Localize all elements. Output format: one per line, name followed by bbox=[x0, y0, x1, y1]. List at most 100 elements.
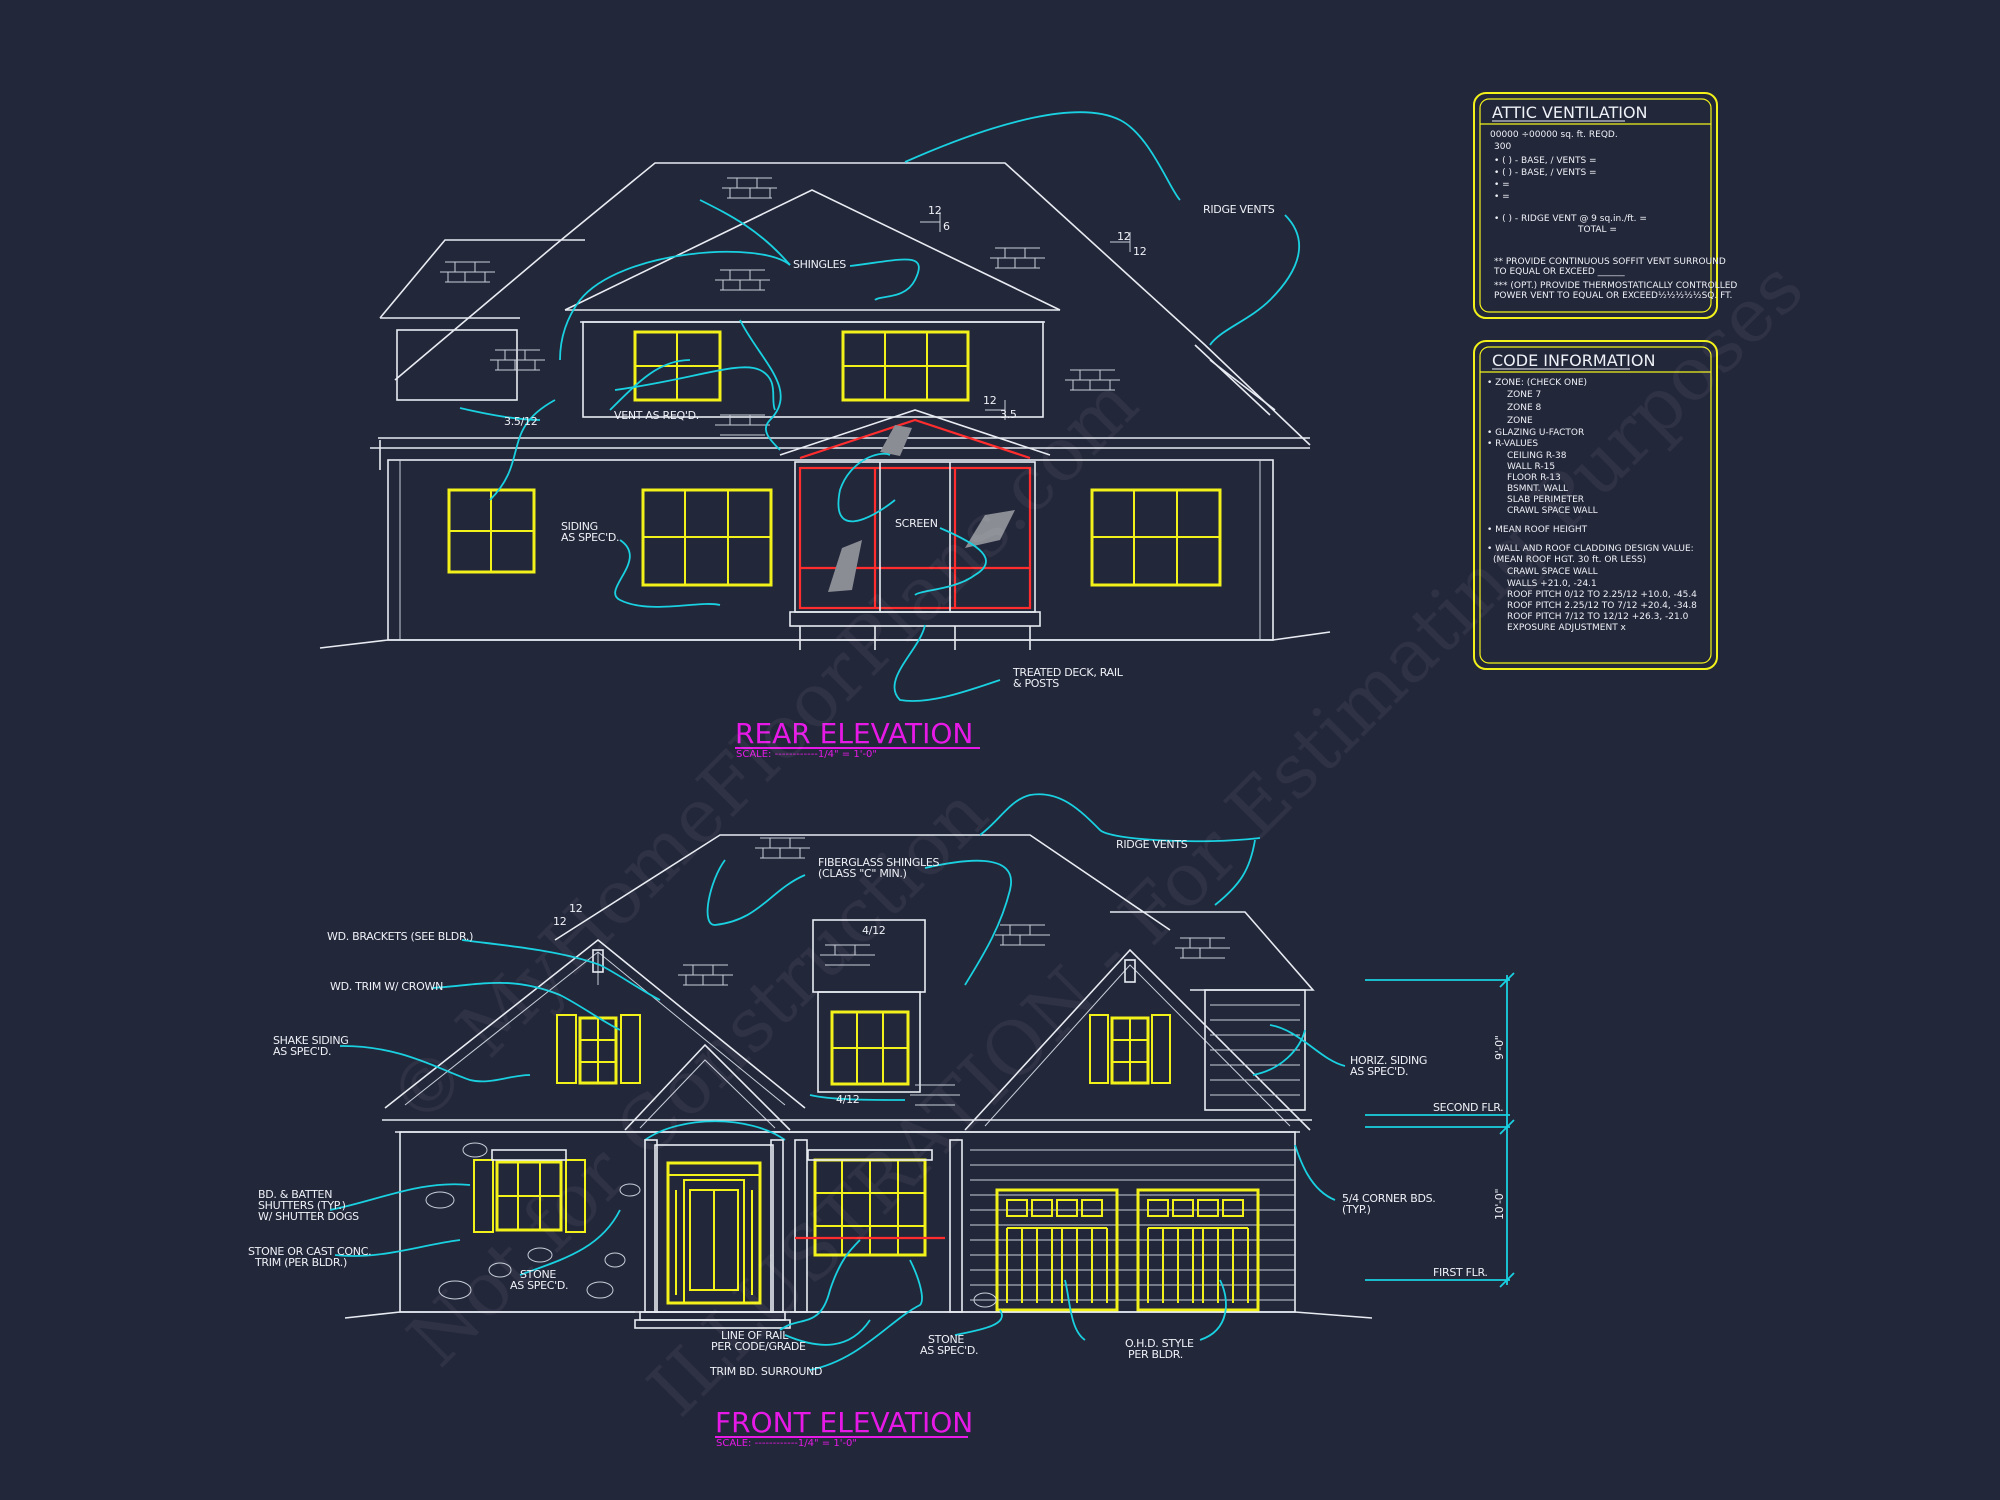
front-upper-left-window bbox=[556, 1014, 641, 1085]
label-rear-screen: SCREEN bbox=[895, 517, 938, 530]
front-entry-gable bbox=[624, 1043, 791, 1131]
label-front-shutters-3: W/ SHUTTER DOGS bbox=[258, 1210, 359, 1223]
code-line-4: • GLAZING U-FACTOR bbox=[1487, 428, 1584, 438]
label-front-stone-trim-1: STONE OR CAST CONC. bbox=[248, 1245, 371, 1258]
label-rear-pitch-b-top: 12 bbox=[1117, 230, 1130, 243]
front-elevation-drawing: RIDGE VENTS FIBERGLASS SHINGLES (CLASS "… bbox=[248, 793, 1515, 1449]
attic-line-10: *** (OPT.) PROVIDE THERMOSTATICALLY CONT… bbox=[1494, 281, 1737, 291]
attic-line-5: • = bbox=[1494, 192, 1510, 202]
rear-first-floor-wall bbox=[387, 459, 1274, 641]
label-front-dim-lower: 10'-0" bbox=[1493, 1189, 1506, 1220]
label-rear-pitch-c: 3.5/12 bbox=[504, 415, 537, 428]
label-rear-pitch-b-side: 12 bbox=[1133, 245, 1146, 258]
code-line-2: ZONE 8 bbox=[1507, 403, 1542, 413]
code-line-6: CEILING R-38 bbox=[1507, 451, 1567, 461]
code-line-12: • MEAN ROOF HEIGHT bbox=[1487, 525, 1588, 535]
label-front-first-flr: FIRST FLR. bbox=[1433, 1266, 1488, 1279]
label-front-corner-1: 5/4 CORNER BDS. bbox=[1342, 1192, 1436, 1205]
front-elevation-scale: SCALE: ------------1/4" = 1'-0" bbox=[716, 1438, 857, 1449]
label-front-stone-b-1: STONE bbox=[928, 1333, 964, 1346]
front-stone-texture bbox=[425, 1142, 997, 1308]
code-information-box: CODE INFORMATION • ZONE: (CHECK ONE) ZON… bbox=[1473, 340, 1718, 670]
label-front-stone-b-2: AS SPEC'D. bbox=[920, 1344, 978, 1357]
label-front-rail-1: LINE OF RAIL bbox=[721, 1329, 789, 1342]
front-left-gable bbox=[384, 938, 806, 1109]
rear-upper-gable bbox=[564, 189, 1061, 311]
label-rear-pitch-d-side: 3.5 bbox=[1000, 408, 1017, 421]
code-line-3: ZONE bbox=[1507, 416, 1533, 426]
label-front-shutters-1: BD. & BATTEN bbox=[258, 1188, 332, 1201]
front-dimension-lines bbox=[1365, 972, 1515, 1288]
label-front-shake-2: AS SPEC'D. bbox=[273, 1045, 331, 1058]
code-line-17: ROOF PITCH 0/12 TO 2.25/12 +10.0, -45.4 bbox=[1507, 590, 1697, 600]
label-front-shingles-1: FIBERGLASS SHINGLES bbox=[818, 856, 940, 869]
label-front-pitch-side: 12 bbox=[553, 915, 566, 928]
front-leader-lines bbox=[329, 793, 1346, 1371]
attic-line-0: 00000 ÷00000 sq. ft. REQD. bbox=[1490, 130, 1618, 140]
rear-left-wing-roof bbox=[379, 239, 585, 319]
front-dormer-window bbox=[830, 1010, 910, 1086]
rear-window-3 bbox=[1090, 488, 1222, 587]
front-shingle-texture bbox=[678, 837, 1230, 1106]
front-elevation-title: FRONT ELEVATION bbox=[715, 1406, 973, 1439]
attic-line-9: TO EQUAL OR EXCEED ______ bbox=[1493, 267, 1625, 277]
rear-elevation-scale: SCALE: ------------1/4" = 1'-0" bbox=[736, 749, 877, 760]
attic-line-3: • ( ) - BASE, / VENTS = bbox=[1494, 168, 1597, 178]
label-front-stone-a-1: STONE bbox=[520, 1268, 556, 1281]
front-garage-door-right bbox=[1136, 1188, 1260, 1312]
label-front-shutters-2: SHUTTERS (TYP.) bbox=[258, 1199, 346, 1212]
label-front-second-flr: SECOND FLR. bbox=[1433, 1101, 1503, 1114]
label-rear-pitch-a-top: 12 bbox=[928, 204, 941, 217]
attic-ventilation-box: ATTIC VENTILATION 00000 ÷00000 sq. ft. R… bbox=[1473, 92, 1737, 319]
code-line-0: • ZONE: (CHECK ONE) bbox=[1487, 378, 1587, 388]
label-rear-deck-1: TREATED DECK, RAIL bbox=[1012, 666, 1124, 679]
label-front-corner-2: (TYP.) bbox=[1342, 1203, 1371, 1216]
code-line-7: WALL R-15 bbox=[1507, 462, 1555, 472]
label-front-horiz-2: AS SPEC'D. bbox=[1350, 1065, 1408, 1078]
attic-line-2: • ( ) - BASE, / VENTS = bbox=[1494, 156, 1597, 166]
label-rear-siding-1: SIDING bbox=[561, 520, 598, 533]
code-line-18: ROOF PITCH 2.25/12 TO 7/12 +20.4, -34.8 bbox=[1507, 601, 1697, 611]
label-front-pitch-a: 4/12 bbox=[862, 924, 886, 937]
rear-elevation-title: REAR ELEVATION bbox=[735, 717, 973, 750]
label-front-garage-2: PER BLDR. bbox=[1128, 1348, 1183, 1361]
front-lower-left-window bbox=[473, 1149, 586, 1233]
code-line-16: WALLS +21.0, -24.1 bbox=[1507, 579, 1597, 589]
label-front-trim-bd: TRIM BD. SURROUND bbox=[709, 1365, 822, 1378]
code-line-15: CRAWL SPACE WALL bbox=[1507, 567, 1598, 577]
label-front-pitch-top: 12 bbox=[569, 902, 582, 915]
label-front-shake-1: SHAKE SIDING bbox=[273, 1034, 349, 1047]
label-rear-pitch-a-side: 6 bbox=[943, 220, 950, 233]
label-front-ridge-vents: RIDGE VENTS bbox=[1116, 838, 1188, 851]
rear-shingle-texture bbox=[440, 177, 1120, 436]
label-front-brackets: WD. BRACKETS (SEE BLDR.) bbox=[327, 930, 473, 943]
label-front-garage-1: O.H.D. STYLE bbox=[1125, 1337, 1194, 1350]
attic-ventilation-title: ATTIC VENTILATION bbox=[1492, 103, 1648, 122]
rear-window-2 bbox=[641, 488, 773, 587]
code-line-13: • WALL AND ROOF CLADDING DESIGN VALUE: bbox=[1487, 544, 1694, 554]
attic-line-1: 300 bbox=[1494, 142, 1511, 152]
label-rear-shingles: SHINGLES bbox=[793, 258, 846, 271]
label-rear-vent: VENT AS REQ'D. bbox=[614, 409, 699, 422]
code-information-title: CODE INFORMATION bbox=[1492, 351, 1655, 370]
label-front-trim: WD. TRIM W/ CROWN bbox=[330, 980, 443, 993]
code-line-1: ZONE 7 bbox=[1507, 390, 1541, 400]
code-line-10: SLAB PERIMETER bbox=[1507, 495, 1584, 505]
label-front-shingles-2: (CLASS "C" MIN.) bbox=[818, 867, 907, 880]
front-upper-right-window bbox=[1089, 1014, 1171, 1085]
front-right-gable bbox=[964, 948, 1311, 1131]
rear-leader-lines bbox=[459, 111, 1301, 702]
label-front-pitch-b: 4/12 bbox=[836, 1093, 860, 1106]
attic-line-11: POWER VENT TO EQUAL OR EXCEED½½½½½SQ. FT… bbox=[1494, 291, 1732, 301]
attic-line-7: TOTAL = bbox=[1577, 225, 1617, 235]
code-line-8: FLOOR R-13 bbox=[1507, 473, 1561, 483]
front-garage-door-left bbox=[995, 1188, 1119, 1312]
label-rear-pitch-d-top: 12 bbox=[983, 394, 996, 407]
rear-upper-window-right bbox=[841, 330, 970, 402]
code-line-19: ROOF PITCH 7/12 TO 12/12 +26.3, -21.0 bbox=[1507, 612, 1689, 622]
label-rear-siding-2: AS SPEC'D. bbox=[561, 531, 619, 544]
rear-screened-porch bbox=[779, 409, 1051, 650]
rear-window-1 bbox=[447, 488, 536, 574]
label-front-stone-trim-2: TRIM (PER BLDR.) bbox=[254, 1256, 347, 1269]
